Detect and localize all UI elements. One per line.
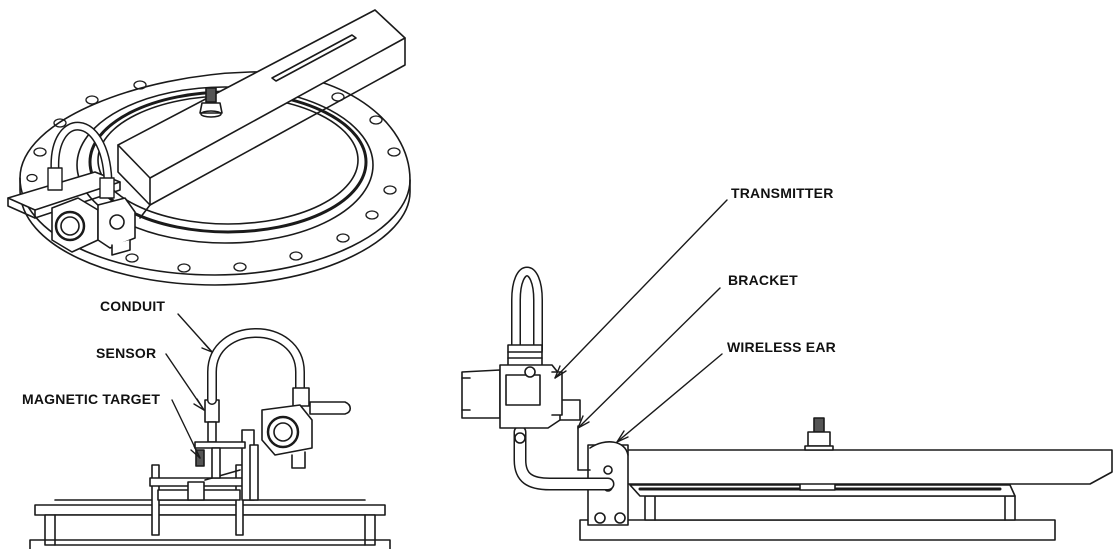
label-magnetic-target: MAGNETIC TARGET: [22, 391, 161, 407]
label-bracket: BRACKET: [728, 272, 798, 288]
front-conduit: [207, 328, 310, 407]
front-frame: [149, 429, 259, 536]
center-bolt-iso: [199, 87, 223, 118]
side-upper-conduit: [507, 266, 543, 368]
side-center-bolt: [804, 417, 834, 451]
side-bar: [614, 449, 1113, 485]
transmitter-iso: [51, 197, 136, 256]
front-leaders: [165, 313, 213, 459]
label-sensor: SENSOR: [96, 345, 157, 361]
hatch-bar: [117, 9, 406, 219]
side-base: [579, 477, 1056, 541]
front-transmitter: [261, 401, 352, 469]
front-view: [29, 313, 391, 550]
bracket-plate-iso: [7, 171, 121, 219]
label-conduit: CONDUIT: [100, 298, 166, 314]
isometric-hatch-view: [7, 9, 411, 286]
side-lower-conduit: [513, 425, 615, 491]
side-leaders: [554, 199, 728, 443]
label-wireless-ear: WIRELESS EAR: [727, 339, 836, 355]
flange-bolt-holes: [26, 80, 401, 273]
side-transmitter: [461, 364, 563, 429]
label-transmitter: TRANSMITTER: [731, 185, 834, 201]
side-view: [461, 199, 1113, 541]
front-base: [29, 499, 391, 550]
conduit-iso: [47, 121, 115, 199]
